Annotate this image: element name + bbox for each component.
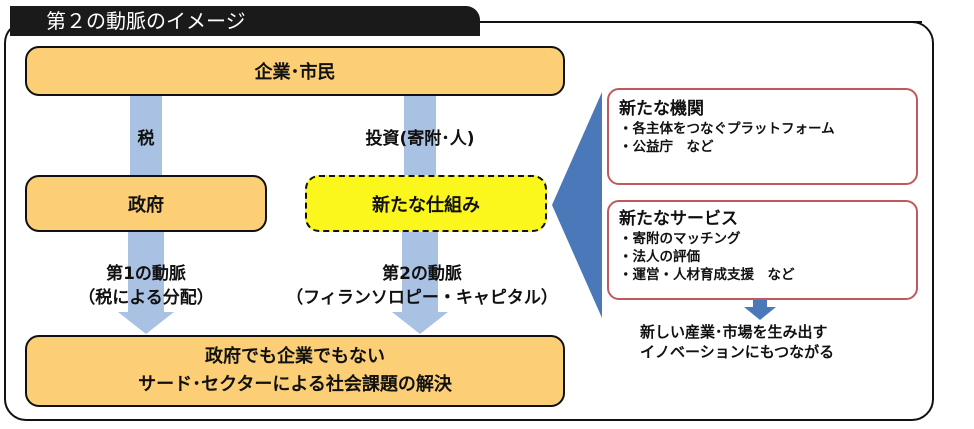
new-mechanism-label: 新たな仕組み (372, 194, 480, 216)
arrow-artery1-head (118, 312, 174, 334)
arrow-artery2-head (392, 312, 448, 334)
third-sector-line2: サード･セクターによる社会課題の解決 (138, 374, 452, 395)
services-item: ・法人の評価 (619, 249, 700, 265)
new-institutions-box: 新たな機関 ・各主体をつなぐプラットフォーム ・公益庁 など (607, 88, 918, 185)
new-services-box: 新たなサービス ・寄附のマッチング ・法人の評価 ・運営・人材育成支援 など (607, 200, 918, 300)
artery1-subtitle: （税による分配） (78, 288, 214, 308)
citizens-companies-label: 企業･市民 (254, 62, 336, 83)
arrow-investment-shaft (404, 95, 436, 175)
diagram-title: 第２の動脈のイメージ (10, 6, 480, 36)
outcome-line1: 新しい産業･市場を生み出す (640, 323, 828, 341)
new-institutions-heading: 新たな機関 (619, 99, 704, 119)
arrow-tax-shaft (130, 95, 162, 175)
outcome-note: 新しい産業･市場を生み出す イノベーションにもつながる (640, 322, 834, 362)
arrow-artery2-shaft (402, 232, 438, 314)
artery1-label: 第1の動脈 （税による分配） (36, 262, 256, 310)
services-item: ・運営・人材育成支援 など (619, 267, 795, 283)
government-label: 政府 (128, 194, 164, 216)
institutions-item: ・各主体をつなぐプラットフォーム (619, 121, 835, 137)
citizens-companies-box: 企業･市民 (25, 46, 565, 96)
outcome-line2: イノベーションにもつながる (640, 343, 835, 361)
wedge-arrow (552, 92, 602, 318)
tax-label: 税 (137, 129, 155, 149)
arrow-outcome-shaft (753, 298, 767, 308)
arrow-artery1-shaft (128, 232, 164, 314)
arrow-outcome-head (744, 307, 776, 320)
new-mechanism-box: 新たな仕組み (305, 175, 547, 232)
title-rule (470, 21, 922, 23)
artery2-label: 第2の動脈 （フィランソロピー・キャピタル） (262, 262, 582, 310)
artery2-title: 第2の動脈 (382, 264, 462, 284)
services-item: ・寄附のマッチング (619, 231, 741, 247)
investment-label: 投資(寄附･人) (365, 129, 475, 149)
artery1-title: 第1の動脈 (106, 264, 186, 284)
new-services-heading: 新たなサービス (619, 209, 738, 229)
artery2-subtitle: （フィランソロピー・キャピタル） (286, 288, 558, 308)
government-box: 政府 (25, 175, 267, 232)
third-sector-line1: 政府でも企業でもない (205, 346, 385, 367)
third-sector-box: 政府でも企業でもない サード･セクターによる社会課題の解決 (25, 335, 565, 407)
institutions-item: ・公益庁 など (619, 139, 714, 155)
